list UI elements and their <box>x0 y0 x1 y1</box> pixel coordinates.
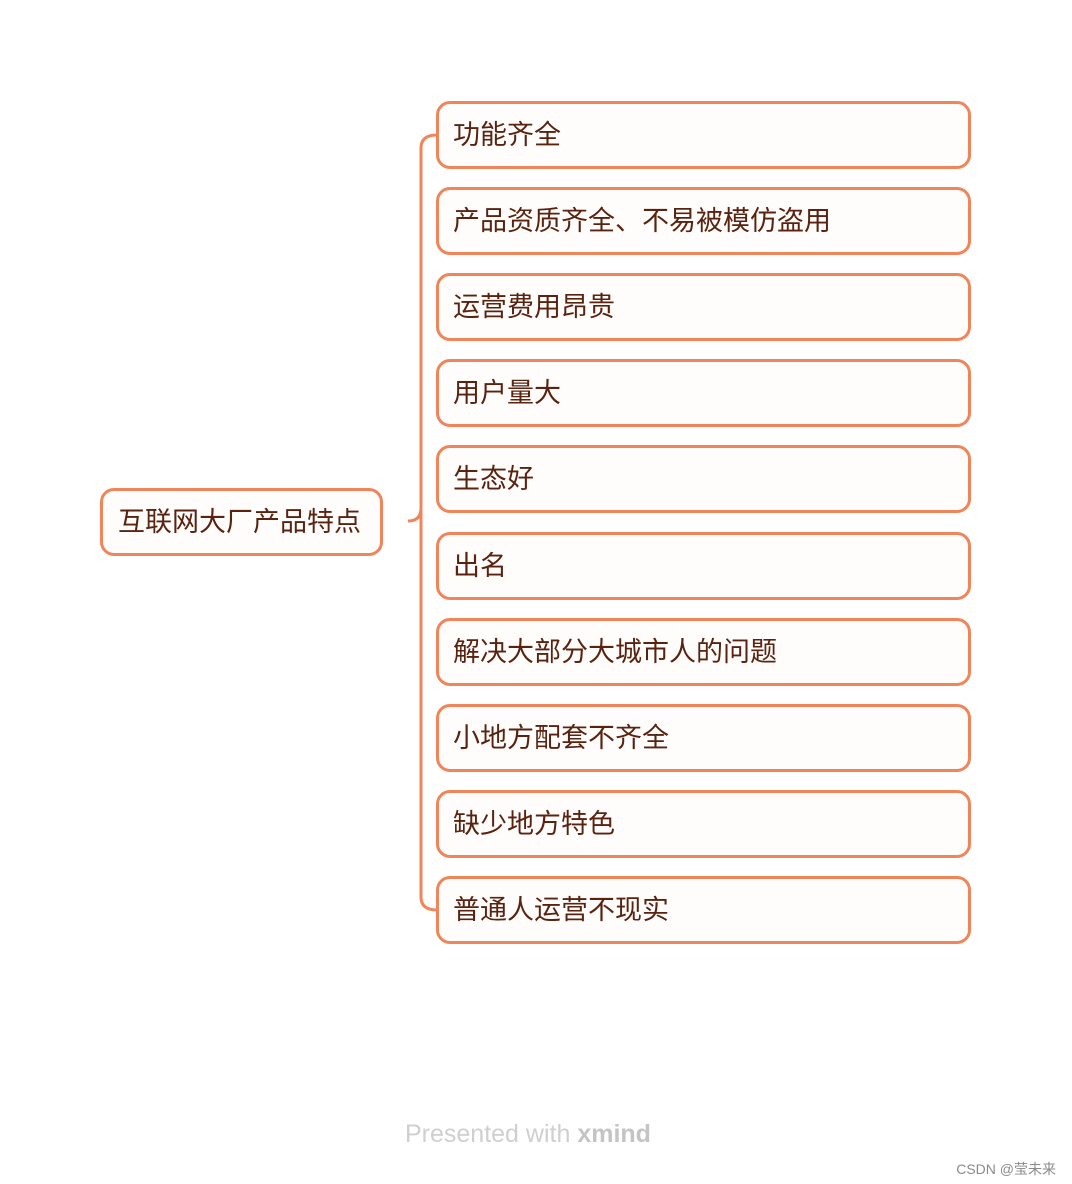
subtopic-4[interactable]: 用户量大 <box>436 359 971 427</box>
subtopic-label: 生态好 <box>453 463 534 495</box>
subtopic-10[interactable]: 普通人运营不现实 <box>436 876 971 944</box>
subtopic-label: 运营费用昂贵 <box>453 291 615 323</box>
subtopic-1[interactable]: 功能齐全 <box>436 101 971 169</box>
subtopic-label: 解决大部分大城市人的问题 <box>453 636 777 668</box>
subtopic-label: 产品资质齐全、不易被模仿盗用 <box>453 205 831 237</box>
subtopic-5[interactable]: 生态好 <box>436 445 971 513</box>
subtopic-label: 用户量大 <box>453 377 561 409</box>
subtopic-3[interactable]: 运营费用昂贵 <box>436 273 971 341</box>
subtopic-label: 缺少地方特色 <box>453 808 615 840</box>
subtopic-8[interactable]: 小地方配套不齐全 <box>436 704 971 772</box>
root-topic-label: 互联网大厂产品特点 <box>118 506 361 538</box>
footer-prefix: Presented with <box>405 1120 578 1148</box>
subtopic-label: 小地方配套不齐全 <box>453 722 669 754</box>
root-topic[interactable]: 互联网大厂产品特点 <box>100 488 383 556</box>
subtopic-2[interactable]: 产品资质齐全、不易被模仿盗用 <box>436 187 971 255</box>
presented-with-xmind: Presented with xmind <box>405 1120 651 1149</box>
subtopic-9[interactable]: 缺少地方特色 <box>436 790 971 858</box>
subtopic-label: 普通人运营不现实 <box>453 894 669 926</box>
xmind-logo-text: xmind <box>577 1120 651 1148</box>
csdn-watermark: CSDN @莹未来 <box>956 1161 1056 1177</box>
subtopic-6[interactable]: 出名 <box>436 532 971 600</box>
subtopic-label: 功能齐全 <box>453 119 561 151</box>
subtopic-label: 出名 <box>453 550 507 582</box>
subtopic-7[interactable]: 解决大部分大城市人的问题 <box>436 618 971 686</box>
